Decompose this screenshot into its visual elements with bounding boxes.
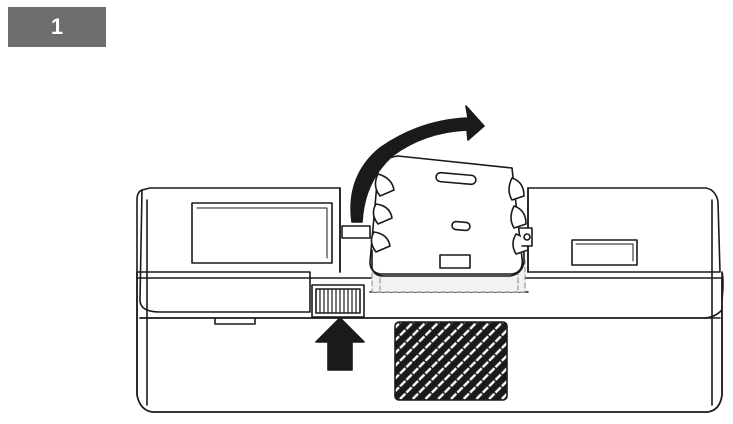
vent-grille <box>394 321 508 401</box>
step-number-badge: 1 <box>8 7 106 47</box>
step-number: 1 <box>50 14 64 39</box>
release-latch <box>311 284 365 318</box>
left-window <box>191 202 333 264</box>
right-port <box>571 239 638 266</box>
left-tab <box>341 225 371 239</box>
press-up-arrow <box>315 317 365 371</box>
foot-detail <box>214 317 256 325</box>
hinged-flap <box>369 155 533 277</box>
rotate-open-arrow <box>350 105 485 223</box>
